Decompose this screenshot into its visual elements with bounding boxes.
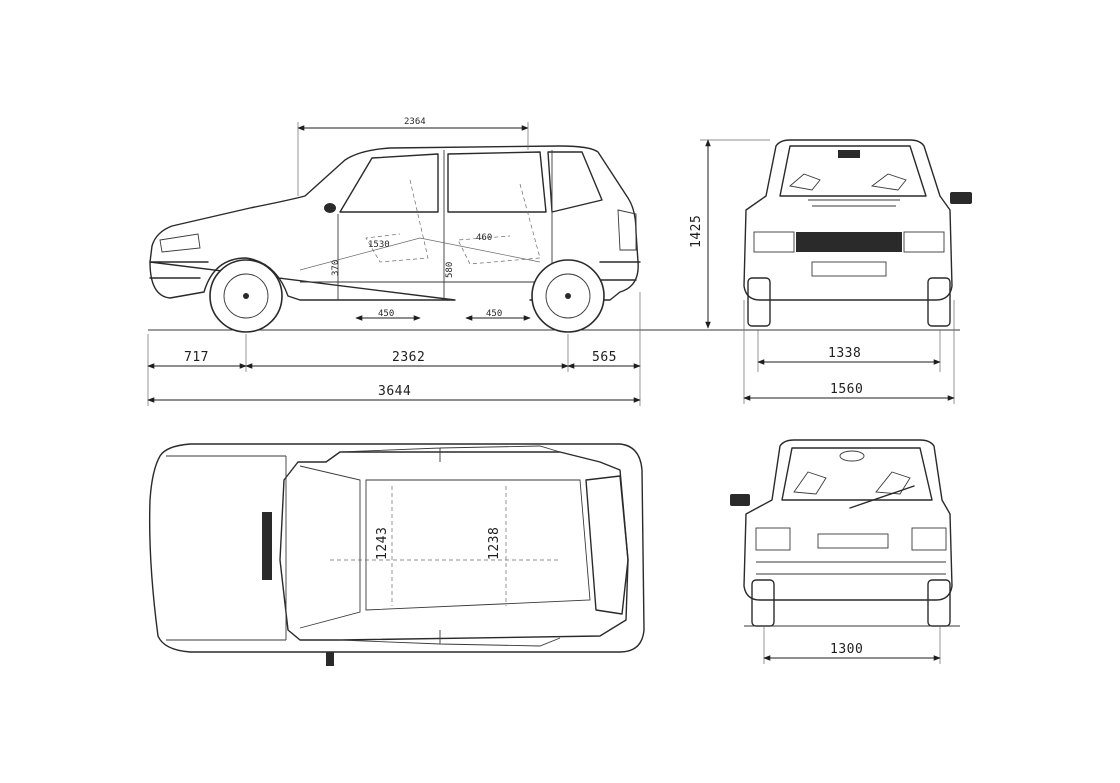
windshield: [779, 145, 927, 197]
seat-mark-front: 1530: [368, 240, 390, 250]
top-door-left: [339, 445, 561, 462]
front-view: 1425 1338 1560: [689, 139, 972, 404]
rear-seats-visible: [793, 471, 911, 495]
roof-outline: [279, 451, 629, 641]
rear-width-label: 1238: [487, 527, 502, 560]
top-interior-guides: [330, 486, 560, 606]
seat-mark-mid: 460: [476, 233, 492, 243]
front-headlight-right: [903, 231, 945, 253]
front-headlight-left: [753, 231, 795, 253]
rear-window: [781, 447, 933, 501]
headlight: [159, 233, 201, 253]
front-bumper: [149, 261, 209, 279]
overall-length-label: 3644: [378, 384, 411, 399]
seat-span-front-label: 450: [378, 309, 394, 319]
hood-lines: [166, 455, 287, 641]
rear-rim: [545, 273, 591, 319]
quarter-window: [547, 151, 603, 213]
roof-panel: [365, 479, 591, 611]
tail-light: [617, 209, 637, 251]
top-mirror-right: [326, 652, 334, 666]
seat-mark-b: 370: [331, 260, 341, 276]
wheelbase-label: 2362: [392, 350, 425, 365]
front-overhang-label: 717: [184, 350, 209, 365]
front-rim: [223, 273, 269, 319]
front-side-mirror: [950, 192, 972, 204]
rear-bumper-lines: [756, 561, 946, 575]
seat-mark-c: 580: [445, 262, 455, 278]
top-view: 1243 1238: [148, 443, 645, 666]
hood-badge: [262, 512, 272, 580]
rear-plate: [817, 533, 889, 549]
front-plate: [811, 261, 887, 277]
rear-tail-light-left: [755, 527, 791, 551]
rear-view-mirror: [838, 150, 860, 158]
rear-tail-light-right: [911, 527, 947, 551]
windshield-top: [299, 465, 361, 629]
rear-window-top: [585, 475, 629, 615]
front-grille: [796, 232, 902, 252]
hood-line: [808, 199, 900, 207]
top-door-right: [339, 630, 561, 647]
rear-view: 1300: [730, 439, 960, 664]
rear-body-outline: [743, 439, 953, 601]
side-mirror: [324, 203, 336, 213]
rear-hub: [565, 293, 571, 299]
seat-reference-line: [299, 237, 541, 271]
front-track-label: 1338: [828, 346, 861, 361]
rear-track-label: 1300: [830, 642, 863, 657]
front-body-outline: [743, 139, 953, 301]
front-hub: [243, 293, 249, 299]
front-seats-visible: [788, 173, 907, 191]
top-span-label: 2364: [404, 117, 426, 127]
rear-side-mirror: [730, 494, 750, 506]
rear-tire-left: [751, 579, 775, 627]
rear-wiper: [849, 485, 915, 509]
overall-width-label: 1560: [830, 382, 863, 397]
front-window: [339, 153, 439, 213]
front-tire-left: [747, 277, 771, 327]
seat-span-rear-label: 450: [486, 309, 502, 319]
height-label: 1425: [689, 215, 704, 248]
rear-door-window: [447, 151, 547, 213]
rear-bumper: [599, 261, 641, 281]
front-width-label: 1243: [375, 527, 390, 560]
rear-brake-light: [839, 450, 865, 462]
rear-seat: [457, 183, 541, 265]
rear-overhang-label: 565: [592, 350, 617, 365]
top-body-outline: [148, 443, 645, 653]
front-seat: [365, 179, 429, 263]
side-view: 2364 450 450 1530 460 370 580 717 2362 5…: [147, 117, 960, 406]
front-tire-right: [927, 277, 951, 327]
rear-tire-right: [927, 579, 951, 627]
